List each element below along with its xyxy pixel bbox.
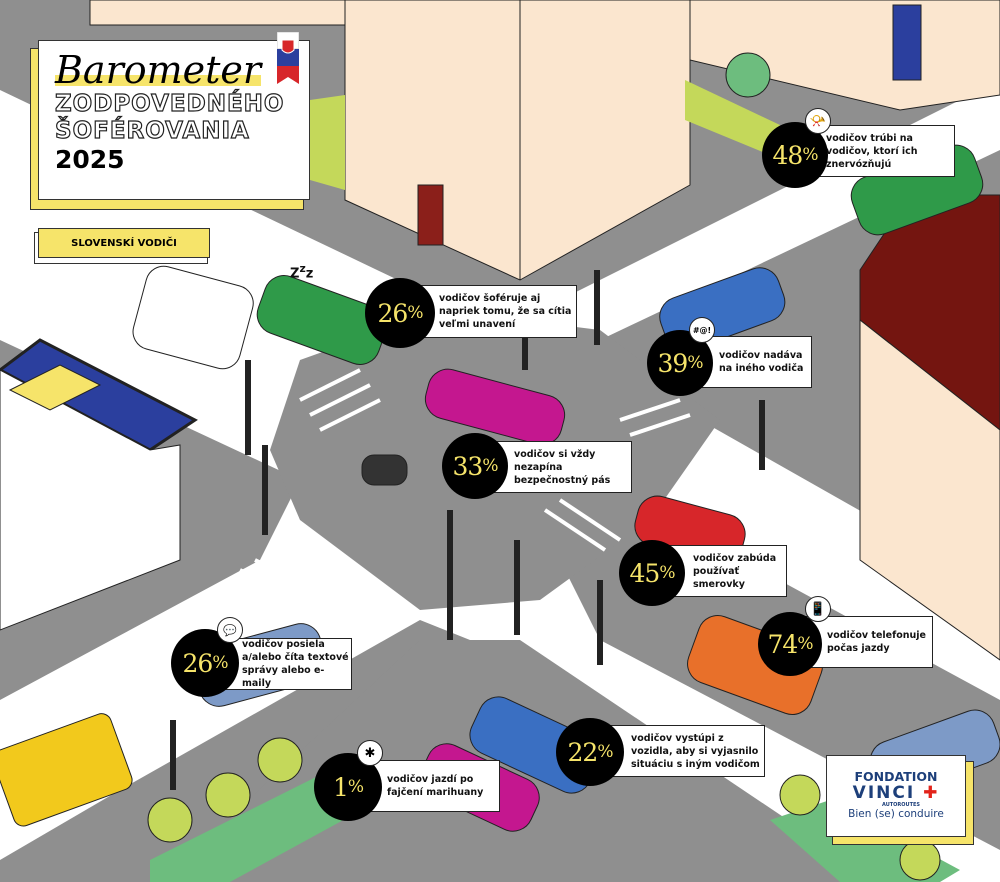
percent-sign: % [797,634,813,654]
stat-percent: 26 [182,648,214,678]
stat-percent: 45 [629,558,661,588]
percent-sign: % [687,353,703,373]
stat-percent: 48 [772,140,804,170]
slovak-flag-icon [277,32,299,84]
stat-percent: 26 [377,298,409,328]
title-line-2: ŠOFÉROVANIA [54,117,250,144]
message-icon: 💬 [217,617,243,643]
stat-percent: 1 [332,772,349,802]
logo-brand: VINCI [852,783,916,803]
stat-percent: 22 [567,737,599,767]
cannabis-leaf-icon: ✱ [357,740,383,766]
grass [685,80,780,155]
building-top-center [344,0,691,281]
sleep-zzz-icon: Zzz [290,262,314,282]
percent-sign: % [212,653,228,673]
stat-percent: 39 [657,348,689,378]
title-card: Barometer ZODPOVEDNÉHO ŠOFÉROVANIA 2025 [38,40,310,200]
building-top-left [89,0,346,26]
percent-sign: % [407,303,423,323]
title-line-1: ZODPOVEDNÉHO [54,90,285,117]
phone-icon: 📱 [805,596,831,622]
building-right [859,318,1000,661]
vinci-cross-icon: ✚ [923,783,940,803]
building-left [0,369,181,631]
building-top-right [689,0,1000,111]
fondation-vinci-logo: FONDATION VINCI ✚ AUTOROUTES Bien (se) c… [826,755,966,837]
street-poles [170,270,765,790]
logo-line1: FONDATION [854,769,938,784]
title-main: Barometer [55,48,262,92]
crosswalk [239,368,691,602]
percent-sign: % [802,145,818,165]
swear-bubble-icon: #@! [689,317,715,343]
percent-sign: % [659,563,675,583]
logo-sub: AUTOROUTES [881,802,921,808]
title-year: 2025 [55,145,125,174]
trees [147,52,941,881]
horn-icon: 📯 [805,108,831,134]
logo-slogan: Bien (se) conduire [848,808,944,820]
stat-percent: 74 [767,629,799,659]
percent-sign: % [347,777,364,797]
stat-percent: 33 [452,451,484,481]
grass [310,95,345,190]
region-label: SLOVENSKÍ VODIČI [38,228,210,258]
percent-sign: % [597,742,613,762]
percent-sign: % [482,456,498,476]
